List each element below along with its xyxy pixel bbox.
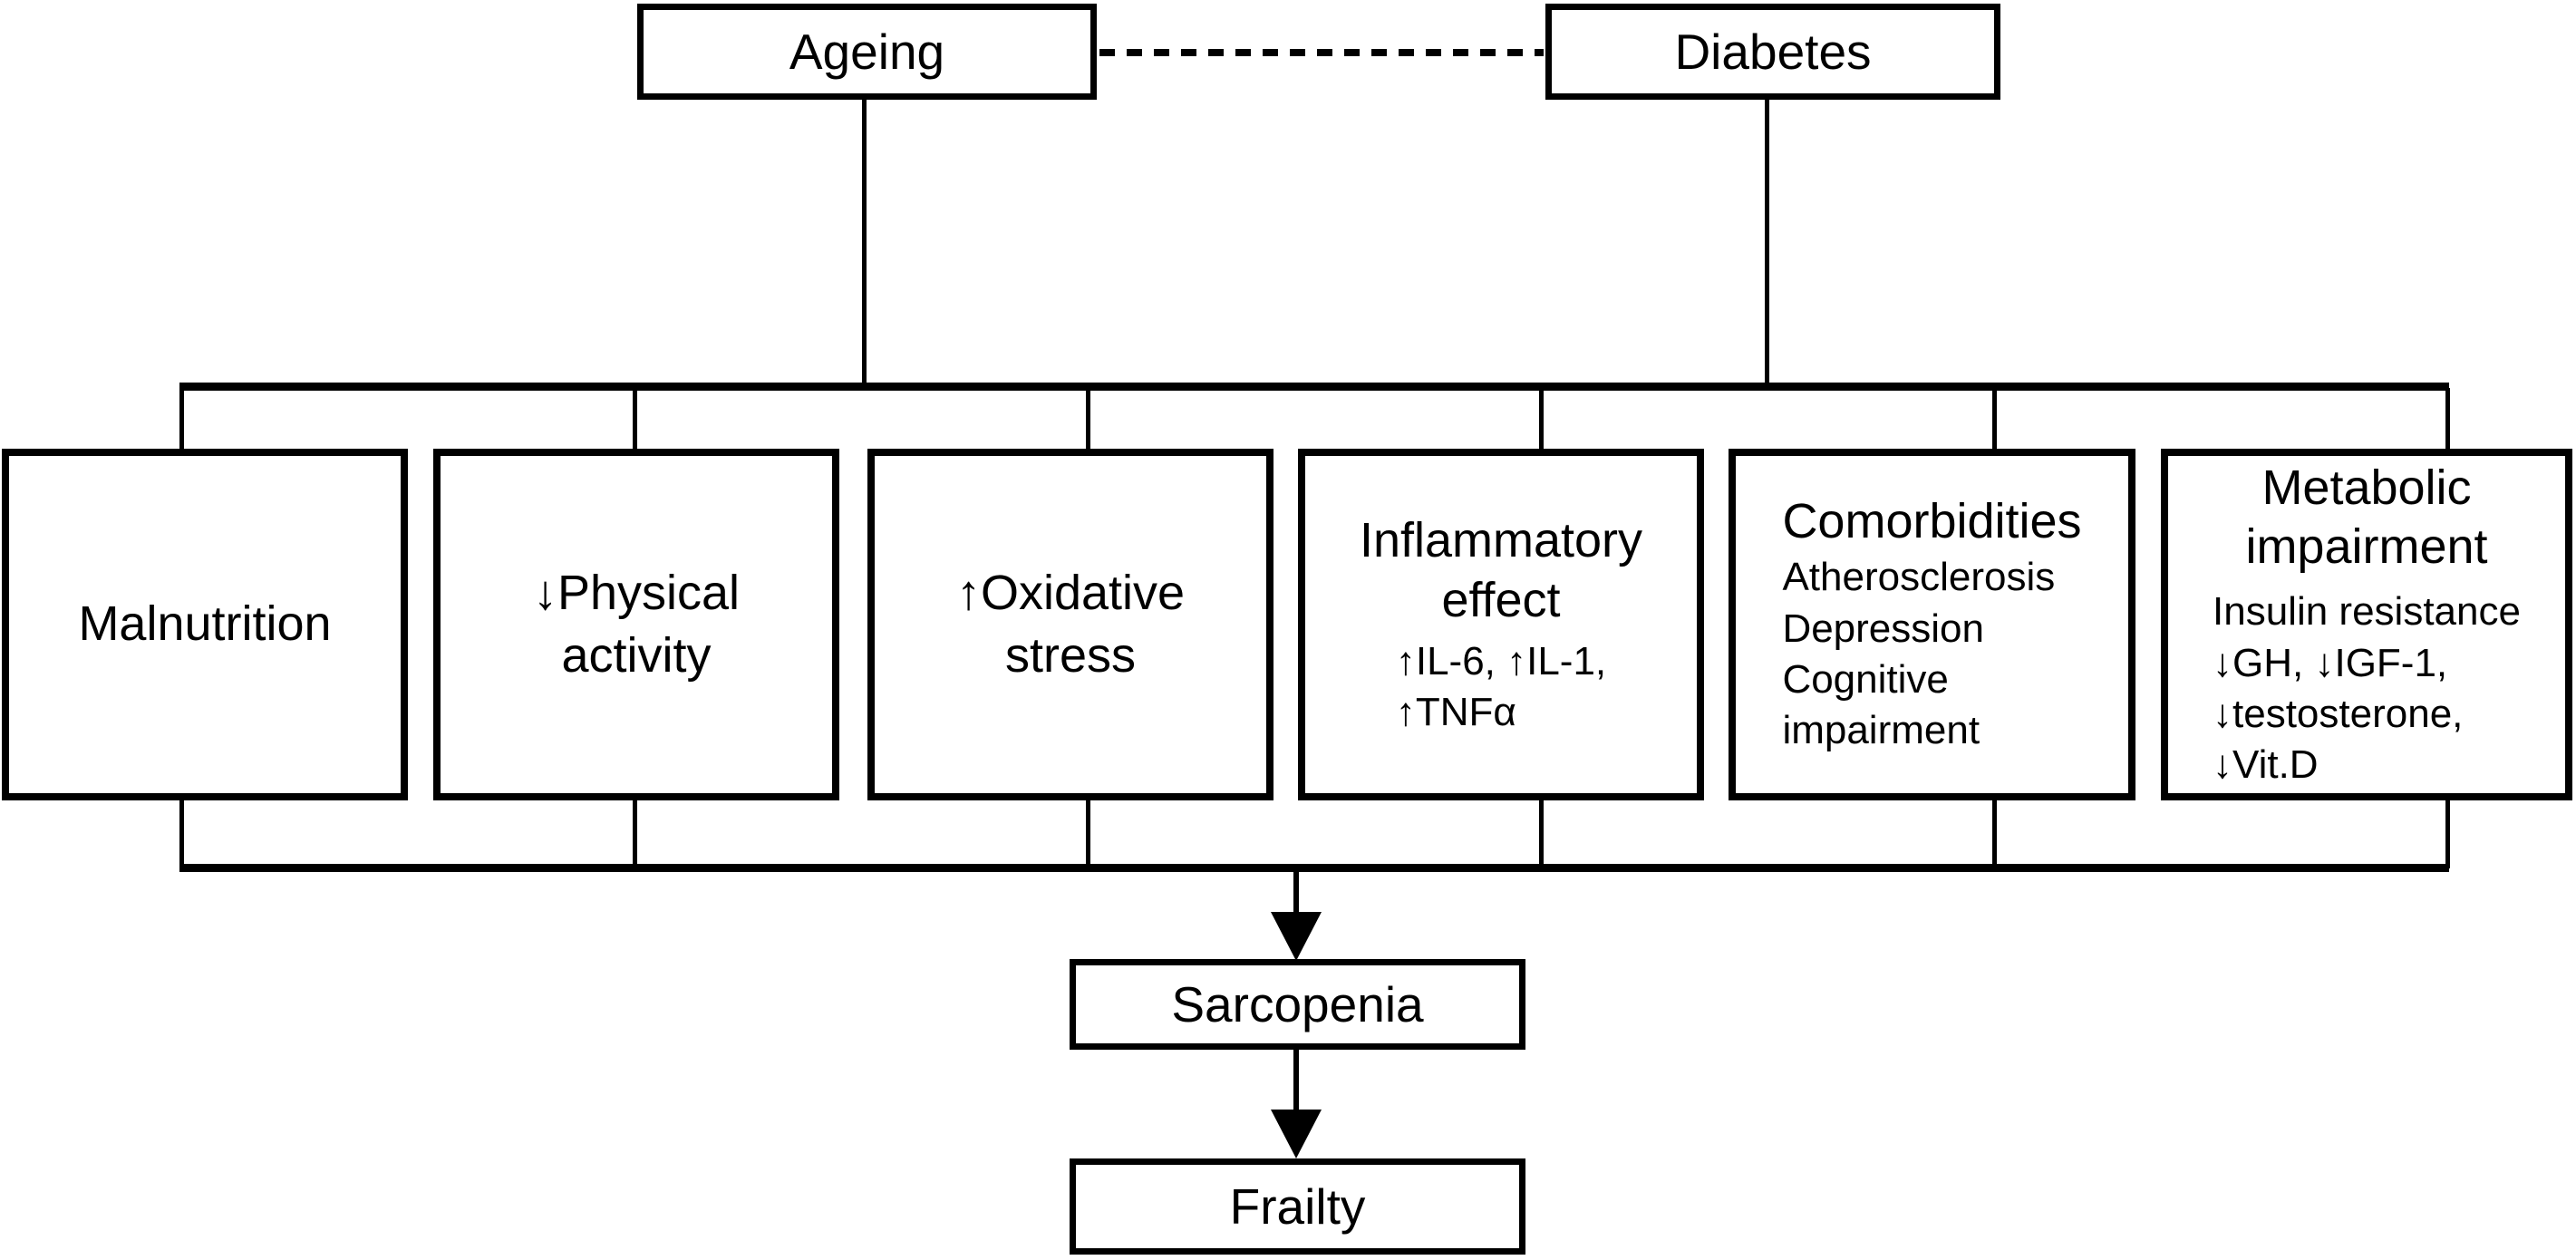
factor-oxidative-stress-label: ↑Oxidative stress (955, 565, 1186, 683)
arrow-down-icon (1271, 1110, 1322, 1158)
factor-comorbidities-title: Comorbidities (1782, 494, 2082, 549)
factor-oxidative-stress: ↑Oxidative stress (867, 449, 1273, 800)
arrow-down-icon (1271, 912, 1322, 961)
connector-bottom-bus (179, 864, 2449, 872)
factor-malnutrition-label: Malnutrition (78, 596, 332, 652)
factor-comorbidities-block: Comorbidities Atherosclerosis Depression… (1782, 492, 2081, 756)
factor-metabolic-impairment-title: Metabolic impairment (2245, 460, 2488, 575)
factor-comorbidities: Comorbidities Atherosclerosis Depression… (1729, 449, 2135, 800)
factor-metabolic-impairment: Metabolic impairment Insulin resistance … (2161, 449, 2572, 800)
stub-top-5 (1992, 388, 1997, 453)
stub-top-6 (2445, 388, 2450, 453)
arrow-sarcopenia-stem (1293, 870, 1299, 914)
connector-top-bus (179, 383, 2449, 391)
node-ageing-label: Ageing (789, 24, 945, 80)
node-ageing: Ageing (637, 4, 1097, 100)
dashed-connector-ageing-diabetes (1099, 49, 1544, 56)
node-diabetes-label: Diabetes (1674, 24, 1872, 80)
stub-top-2 (633, 388, 637, 453)
stub-bottom-2 (633, 798, 637, 868)
node-sarcopenia: Sarcopenia (1070, 959, 1525, 1050)
stub-bottom-5 (1992, 798, 1997, 868)
connector-diabetes-drop (1765, 98, 1769, 386)
stub-top-4 (1539, 388, 1544, 453)
node-frailty-label: Frailty (1229, 1178, 1366, 1235)
node-diabetes: Diabetes (1545, 4, 2000, 100)
stub-bottom-3 (1086, 798, 1090, 868)
node-sarcopenia-label: Sarcopenia (1171, 976, 1424, 1032)
stub-bottom-1 (179, 798, 184, 868)
stub-bottom-4 (1539, 798, 1544, 868)
stub-top-3 (1086, 388, 1090, 453)
factor-inflammatory-effect-title: Inflammatory effect (1359, 512, 1643, 627)
factor-malnutrition: Malnutrition (2, 449, 408, 800)
factor-metabolic-impairment-details: Insulin resistance ↓GH, ↓IGF-1, ↓testost… (2213, 589, 2521, 788)
stub-top-1 (179, 388, 184, 453)
stub-bottom-6 (2445, 798, 2450, 868)
factor-physical-activity: ↓Physical activity (433, 449, 839, 800)
connector-ageing-drop (862, 98, 867, 386)
factor-inflammatory-effect: Inflammatory effect ↑IL-6, ↑IL-1, ↑TNFα (1298, 449, 1704, 800)
factor-inflammatory-effect-details: ↑IL-6, ↑IL-1, ↑TNFα (1395, 638, 1607, 734)
node-frailty: Frailty (1070, 1158, 1525, 1255)
factor-physical-activity-label: ↓Physical activity (532, 565, 741, 683)
factor-comorbidities-details: Atherosclerosis Depression Cognitive imp… (1782, 555, 2056, 753)
arrow-frailty-stem (1293, 1050, 1299, 1111)
